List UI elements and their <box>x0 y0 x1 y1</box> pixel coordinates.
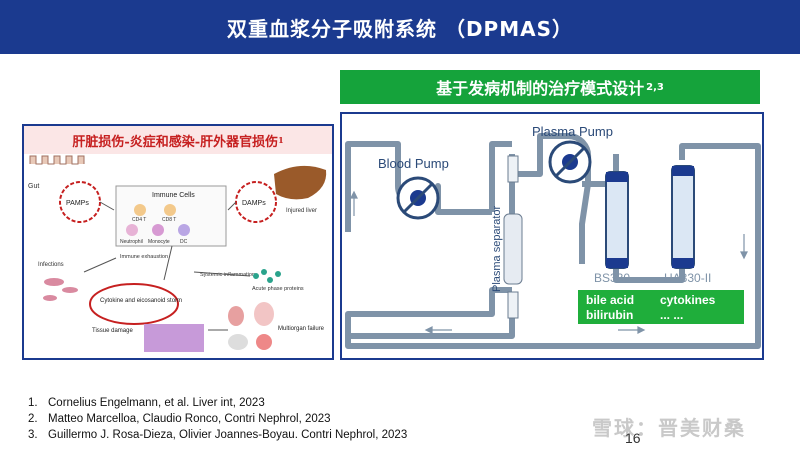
cd4-cell-icon <box>134 204 146 216</box>
systemic-inflammation-label: Systemic inflammation <box>200 272 255 278</box>
cytokine-storm-label: Cytokine and eicosanoid storm <box>100 298 182 304</box>
cytokine-storm-ellipse <box>89 283 179 325</box>
neutrophil-label: Neutrophil <box>120 239 143 245</box>
blood-pump-icon <box>396 176 440 220</box>
immune-cells-label: Immune Cells <box>152 192 195 199</box>
removed-substances-box: bile acid bilirubin cytokines ... ... <box>578 290 744 324</box>
cd4-label: CD4 T <box>132 217 146 223</box>
gut-label: Gut <box>28 183 39 190</box>
removed-etc: ... ... <box>660 308 684 322</box>
flow-arrows <box>350 190 748 334</box>
page-number: 16 <box>625 430 641 446</box>
cd8-cell-icon <box>164 204 176 216</box>
references-list: 1.Cornelius Engelmann, et al. Liver int,… <box>28 395 407 443</box>
removed-bilirubin: bilirubin <box>586 308 634 322</box>
gut-icon <box>29 155 85 165</box>
injured-liver-label: Injured liver <box>286 208 317 214</box>
plasma-pump-icon <box>548 140 592 184</box>
ha330-label: HA330-II <box>664 271 711 285</box>
ha330-column-icon <box>671 165 695 269</box>
pathway-arrows <box>83 201 251 331</box>
watermark: 雪球：晋美财桑 <box>592 416 746 440</box>
reference-item: 3.Guillermo J. Rosa-Dieza, Olivier Joann… <box>28 429 408 441</box>
dpmas-circuit-figure: Blood Pump Plasma Pump Plasma separator … <box>340 112 764 360</box>
slide-title: 双重血浆分子吸附系统 （DPMAS） <box>0 0 800 54</box>
bacteria-icon <box>43 278 78 301</box>
removed-bile-acid: bile acid <box>586 293 635 307</box>
pathogenesis-diagram: Gut PAMPs Immune Cells CD4 T CD8 T Neutr… <box>28 155 327 352</box>
plasma-separator-icon <box>503 155 523 319</box>
banner-sup: 2,3 <box>646 81 664 93</box>
reference-item: 1.Cornelius Engelmann, et al. Liver int,… <box>28 397 265 409</box>
bs330-label: BS330 <box>594 271 630 285</box>
tissue-image <box>144 324 204 352</box>
acute-phase-label: Acute phase proteins <box>252 286 304 292</box>
dc-label: DC <box>180 239 188 245</box>
tissue-damage-label: Tissue damage <box>92 328 133 334</box>
dc-icon <box>178 224 190 236</box>
organs-icon <box>228 302 274 350</box>
infections-label: Infections <box>38 262 64 268</box>
monocyte-label: Monocyte <box>148 239 170 245</box>
plasma-separator-label: Plasma separator <box>491 205 503 292</box>
dpmas-circuit-diagram: Blood Pump Plasma Pump Plasma separator … <box>345 124 761 349</box>
bs330-column-icon <box>605 171 629 269</box>
damps-label: DAMPs <box>242 200 266 207</box>
removed-cytokines: cytokines <box>660 293 716 307</box>
monocyte-icon <box>152 224 164 236</box>
heading-sup: 1 <box>278 135 284 145</box>
liver-icon <box>274 165 327 200</box>
neutrophil-icon <box>126 224 138 236</box>
protein-dots-icon <box>253 269 281 283</box>
plasma-pump-label: Plasma Pump <box>532 124 613 139</box>
pamps-label: PAMPs <box>66 200 89 207</box>
multiorgan-label: Multiorgan failure <box>278 326 325 332</box>
banner-text: 基于发病机制的治疗模式设计 <box>436 79 645 98</box>
heading-text: 肝脏损伤-炎症和感染-肝外器官损伤 <box>72 134 279 150</box>
blood-pump-label: Blood Pump <box>378 156 449 171</box>
reference-item: 2.Matteo Marcelloa, Claudio Ronco, Contr… <box>28 413 331 425</box>
cd8-label: CD8 T <box>162 217 176 223</box>
immune-cells-box <box>115 185 227 247</box>
immune-exhaustion-label: Immune exhaustion <box>120 254 168 260</box>
